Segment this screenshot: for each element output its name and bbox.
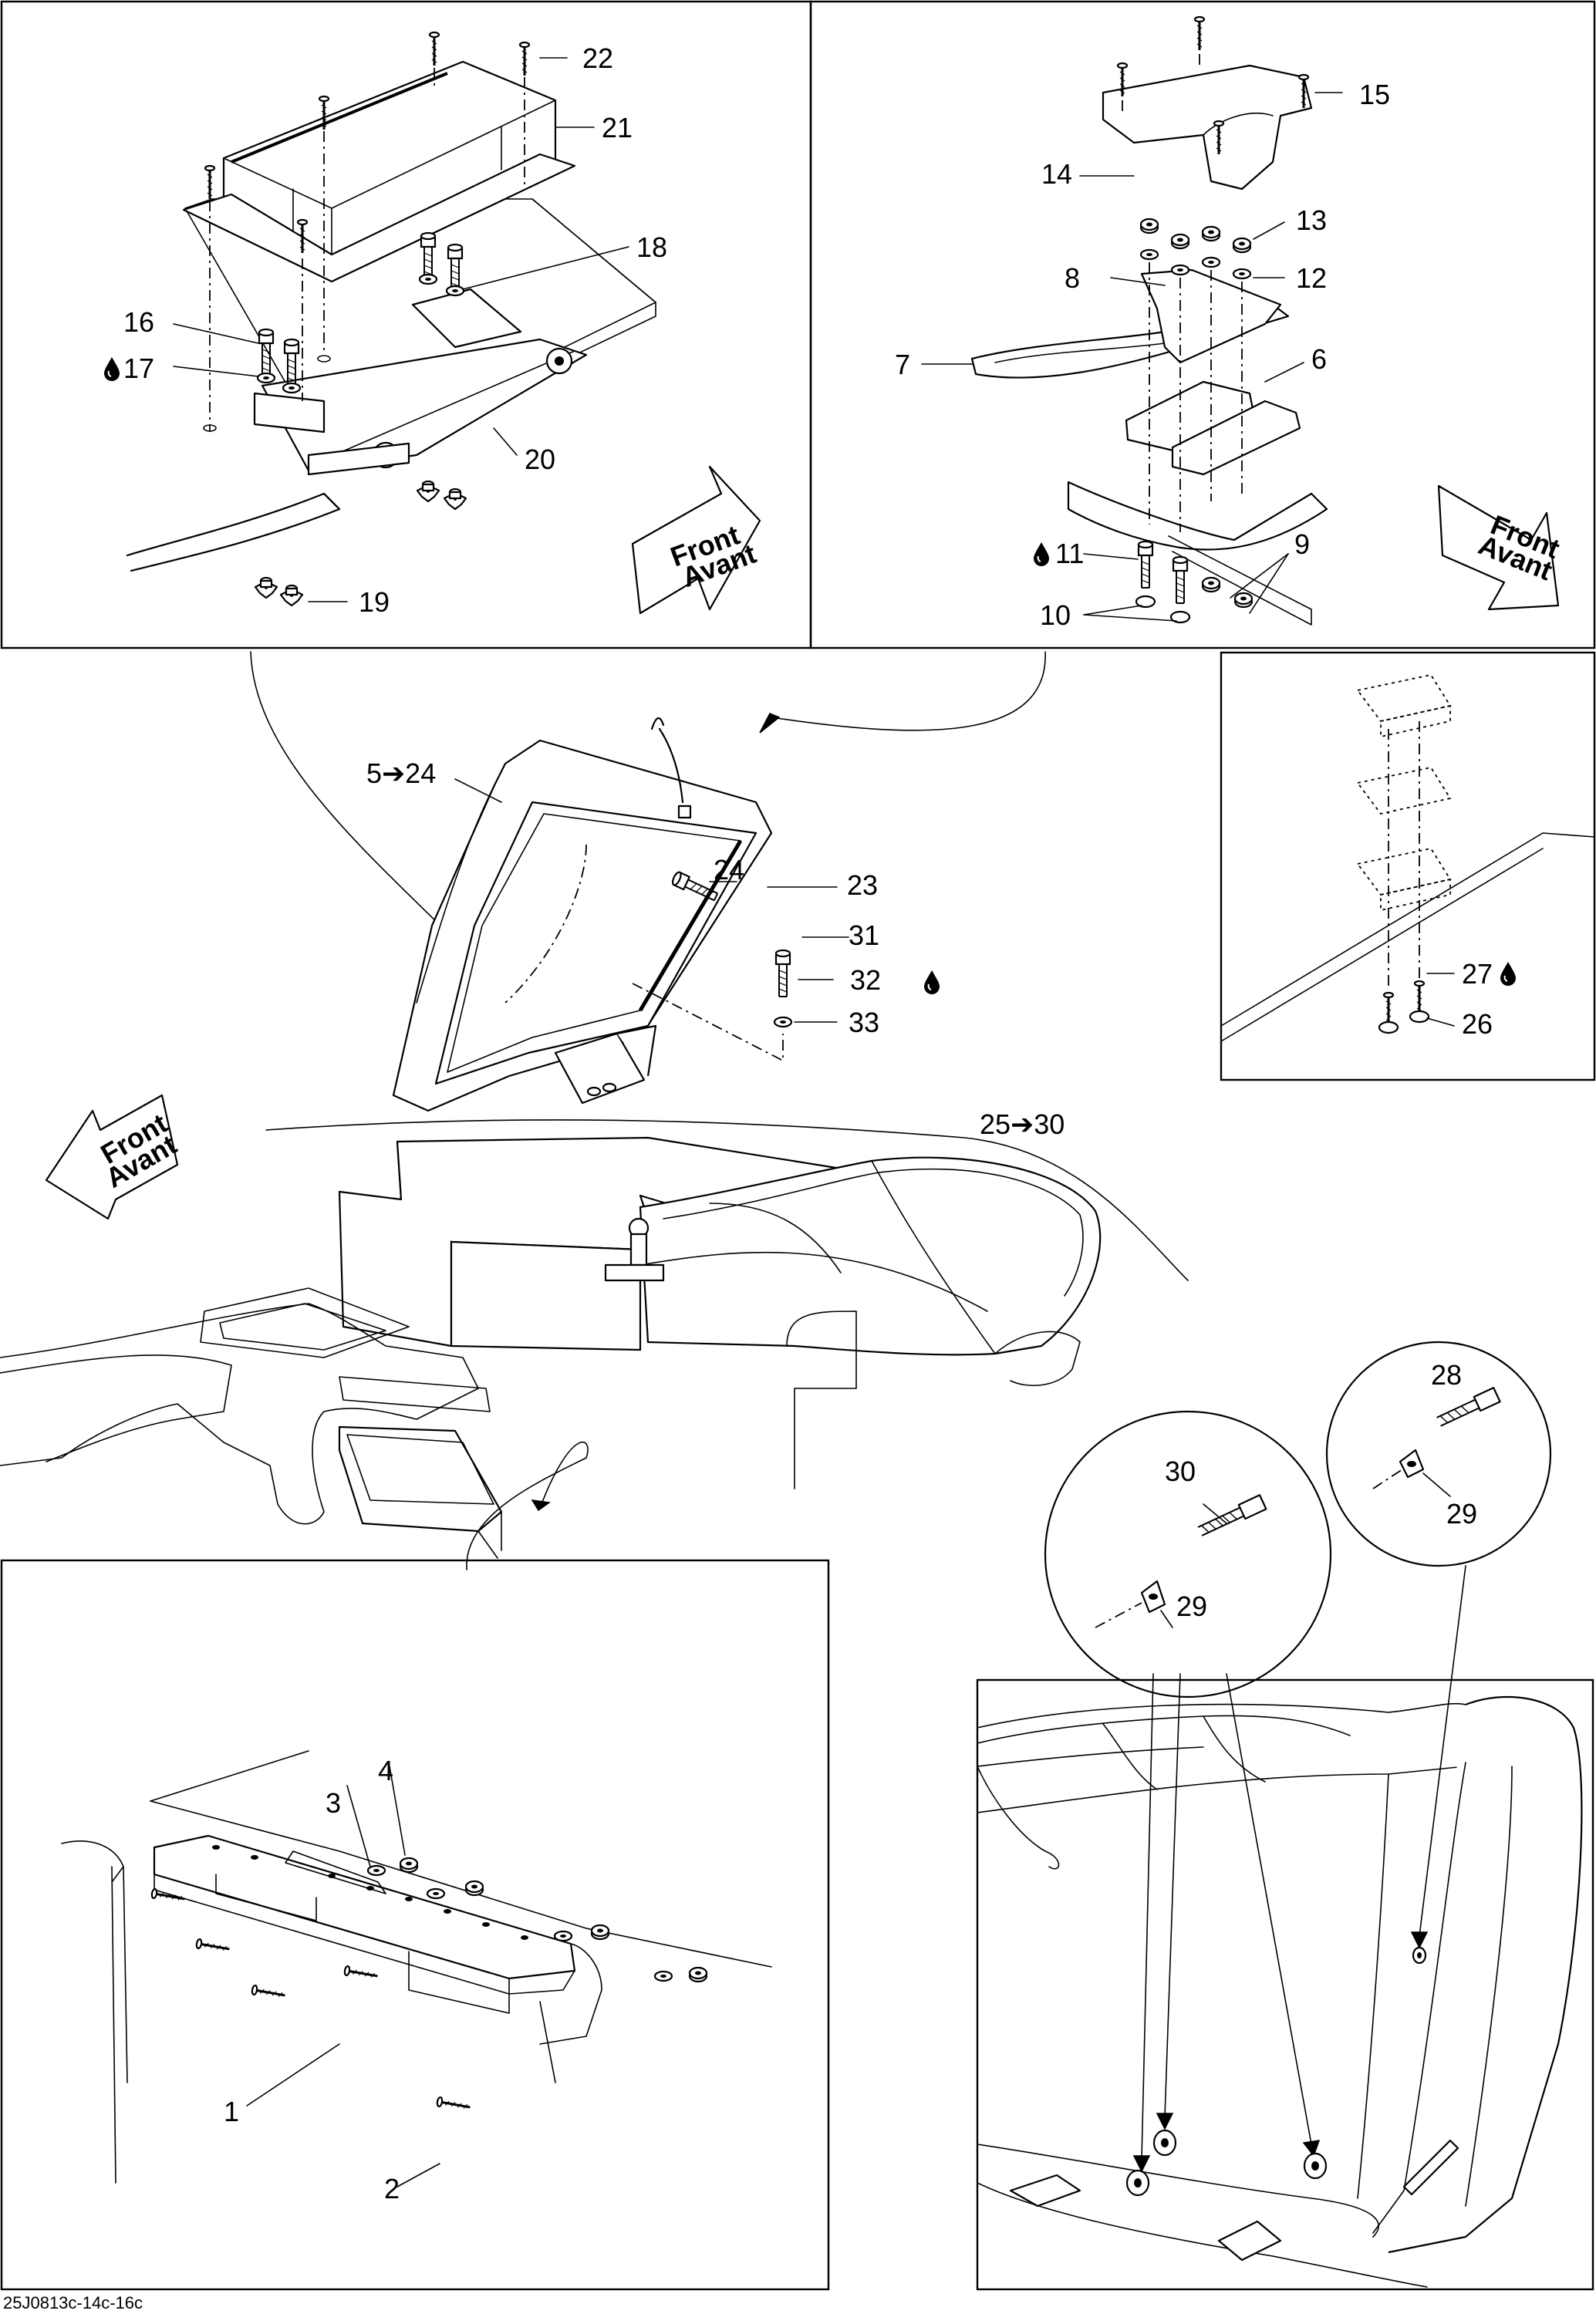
- callout-28: 28: [1431, 1359, 1462, 1391]
- callout-29-left: 29: [1176, 1590, 1207, 1622]
- callout-19: 19: [359, 586, 390, 618]
- top-right-handle-assembly: [921, 15, 1560, 626]
- callout-6: 6: [1311, 343, 1327, 375]
- panel-bottom-left: [0, 1559, 830, 2291]
- callout-5-24: 5➔24: [366, 757, 436, 789]
- reference-code: 25J0813c-14c-16c: [3, 2293, 143, 2312]
- callout-4: 4: [378, 1755, 393, 1786]
- zoom-circle-28-29: [1325, 1341, 1552, 1567]
- panel-bottom-right: [976, 1678, 1594, 2291]
- zoom-circle-30-29: [1044, 1410, 1332, 1698]
- callout-18: 18: [636, 231, 667, 263]
- callout-32: 32: [850, 964, 881, 996]
- callout-27: 27: [1462, 958, 1493, 990]
- callout-29-right: 29: [1446, 1498, 1477, 1530]
- callout-7: 7: [895, 349, 910, 380]
- thread-locker-drop-icon: [923, 970, 940, 995]
- callout-23: 23: [847, 869, 878, 901]
- callout-30: 30: [1165, 1456, 1196, 1487]
- callout-26: 26: [1462, 1008, 1493, 1040]
- panel-mid-right: [1220, 651, 1596, 1081]
- callout-21: 21: [602, 112, 633, 143]
- thread-locker-drop-icon: [1033, 541, 1050, 567]
- callout-8: 8: [1065, 262, 1080, 294]
- callout-9: 9: [1294, 528, 1310, 560]
- callout-12: 12: [1296, 262, 1327, 294]
- front-direction-arrow-icon: [631, 465, 761, 615]
- callout-13: 13: [1296, 204, 1327, 236]
- bottom-left-rail-detail: [61, 1750, 772, 2188]
- thread-locker-drop-icon: [1500, 961, 1517, 987]
- callout-17: 17: [123, 352, 154, 384]
- callout-14: 14: [1041, 158, 1072, 190]
- callout-16: 16: [123, 306, 154, 338]
- pointer-arrows: [1132, 1565, 1466, 2173]
- callout-11: 11: [1055, 538, 1084, 569]
- front-direction-arrow-icon: [1437, 484, 1560, 611]
- mid-right-bracket-detail: [1220, 673, 1595, 1042]
- bottom-right-seat-underside: [977, 1695, 1583, 2288]
- callout-10: 10: [1040, 599, 1071, 631]
- callout-20: 20: [525, 444, 555, 475]
- front-direction-arrow-icon: [45, 1094, 179, 1220]
- top-left-hinge-assembly: [126, 31, 761, 615]
- callout-31: 31: [849, 919, 879, 951]
- callout-24: 24: [714, 854, 744, 885]
- callout-33: 33: [849, 1007, 879, 1038]
- callout-2: 2: [384, 2173, 400, 2204]
- callout-15: 15: [1359, 79, 1390, 110]
- panel-top-right: [809, 0, 1596, 649]
- main-seat-view: [0, 651, 1189, 1570]
- callout-1: 1: [224, 2096, 239, 2127]
- thread-locker-drop-icon: [103, 356, 120, 382]
- callout-22: 22: [582, 42, 613, 74]
- callout-25-30: 25➔30: [980, 1108, 1065, 1140]
- callout-labels: 22 21 18 16 17 20 19 15 14 13 8 12 7 6 1…: [123, 42, 1493, 2204]
- callout-3: 3: [326, 1787, 341, 1819]
